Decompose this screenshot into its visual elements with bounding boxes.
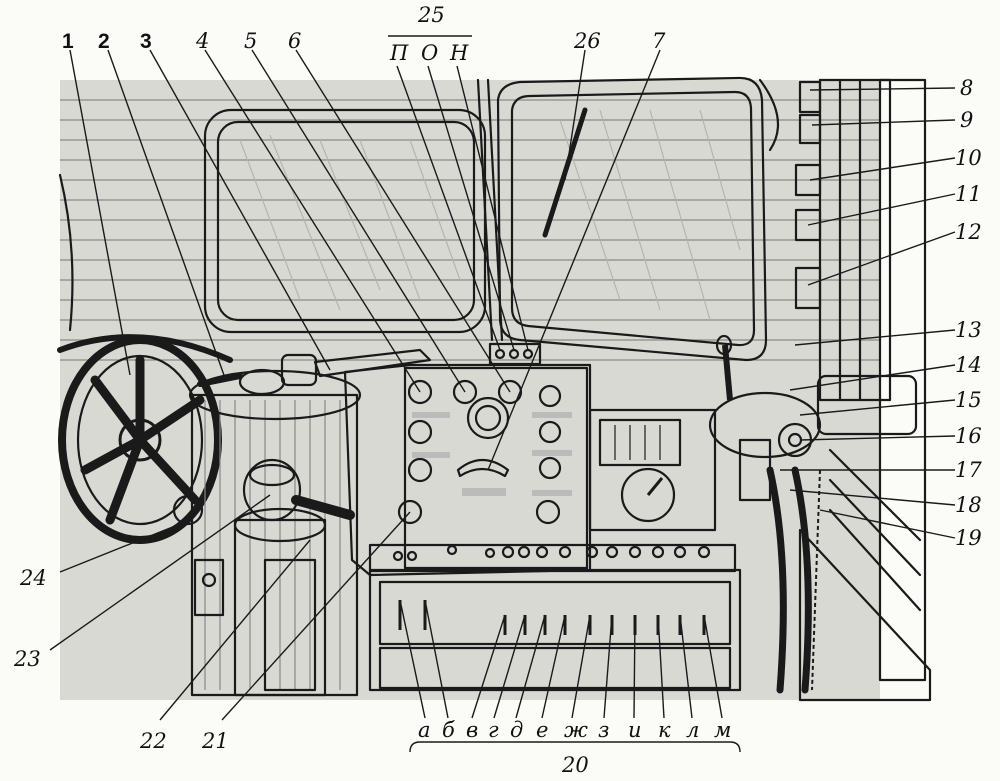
label-3: 3 (140, 30, 152, 53)
label-8: 8 (960, 76, 973, 100)
label-26: 26 (573, 29, 601, 53)
label-20-e: е (536, 718, 548, 742)
label-20-b: б (442, 718, 455, 742)
cab-interior (58, 78, 932, 702)
right-window (496, 76, 768, 362)
label-20-l: л (686, 718, 699, 742)
label-25-o: О (421, 41, 438, 65)
label-20-i: и (628, 718, 642, 742)
label-20-g: г (488, 718, 499, 742)
label-14: 14 (955, 353, 982, 377)
label-10: 10 (955, 146, 982, 170)
label-15: 15 (955, 388, 982, 412)
labels: 1 2 3 4 5 6 7 26 25 П О Н 8 9 10 11 12 1… (13, 3, 982, 777)
label-23: 23 (13, 647, 41, 671)
leader-lines (49, 35, 956, 753)
label-18: 18 (955, 493, 982, 517)
label-2: 2 (98, 30, 110, 53)
label-7: 7 (652, 29, 666, 53)
label-21: 21 (201, 729, 229, 753)
controller-column (188, 348, 432, 697)
label-20-k: к (658, 718, 671, 742)
instrument-panel (343, 363, 742, 692)
label-16: 16 (955, 424, 982, 448)
label-20-m: м (714, 718, 731, 742)
brake-valve (708, 334, 822, 694)
label-20-zh: ж (564, 718, 588, 742)
label-6: 6 (288, 29, 301, 53)
label-5: 5 (244, 29, 257, 53)
label-19: 19 (955, 526, 982, 550)
toggle-row (392, 544, 711, 562)
label-25: 25 (417, 3, 445, 27)
label-20-a: а (418, 718, 431, 742)
label-13: 13 (955, 318, 982, 342)
label-20-v: в (466, 718, 478, 742)
label-4: 4 (195, 29, 209, 53)
label-24: 24 (19, 566, 47, 590)
wall-switches (758, 78, 822, 310)
label-1: 1 (62, 30, 74, 53)
label-22: 22 (139, 729, 167, 753)
label-11: 11 (955, 182, 982, 206)
meter-box (588, 408, 717, 532)
label-9: 9 (960, 108, 973, 132)
label-17: 17 (955, 458, 982, 482)
label-12: 12 (955, 220, 982, 244)
label-20: 20 (561, 753, 589, 777)
panel-gauges (397, 379, 572, 525)
label-20-z: з (598, 718, 609, 742)
label-25-p: П (389, 41, 409, 65)
label-20-d: д (510, 718, 523, 742)
label-25-n: Н (449, 41, 469, 65)
